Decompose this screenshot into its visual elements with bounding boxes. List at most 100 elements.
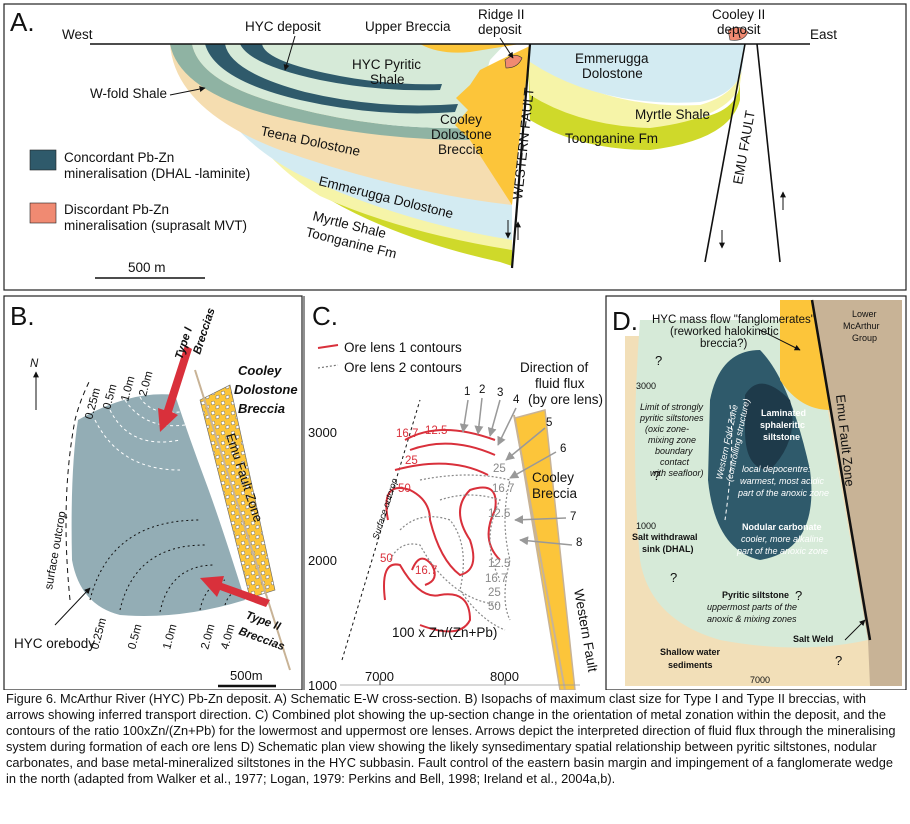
c-cooley-1: Cooley [532, 470, 574, 485]
c-xtick-8000: 8000 [490, 669, 519, 684]
wfold-layer [170, 44, 470, 140]
north-label: N [30, 358, 39, 370]
c-arrow-num-8: 8 [576, 537, 582, 549]
emu-fault-zone [812, 300, 902, 686]
east-label: East [810, 27, 837, 42]
cooley-b-label-2: Dolostone [234, 382, 298, 397]
c-grey-val-1: 25 [493, 463, 506, 475]
c-arrow-num-1: 1 [464, 386, 470, 398]
c-grey-val-6: 25 [488, 587, 501, 599]
c-ratio-label: 100 x Zn/(Zn+Pb) [392, 625, 497, 640]
d-pyritic: Pyritic siltstone [722, 590, 789, 600]
figure-caption: Figure 6. McArthur River (HYC) Pb-Zn dep… [6, 691, 896, 786]
west-label: West [62, 27, 93, 42]
cooley-ii-label: Cooley II [712, 7, 765, 22]
c-red-val-1: 16.7 [396, 428, 418, 440]
emmerugga-right [530, 44, 745, 103]
c-red-val-3: 25 [405, 455, 418, 467]
c-xtick-7000: 7000 [365, 669, 394, 684]
myrtle-right [528, 55, 742, 128]
c-grey-val-4: 12.5 [488, 558, 510, 570]
c-arrow-num-6: 6 [560, 443, 566, 455]
c-red-val-6: 16.7 [415, 565, 437, 577]
c-red-val-4: 50 [398, 483, 411, 495]
d-limit-4: boundary [655, 446, 693, 456]
d-limit-1: pyritic siltstones [639, 413, 704, 423]
c-flux-2: fluid flux [535, 376, 585, 391]
emu-fault-line-2 [756, 43, 781, 263]
panel-b-scale-label: 500m [230, 668, 263, 683]
upper-breccia-label: Upper Breccia [365, 19, 451, 34]
hyc-pyritic-label-1: HYC Pyritic [352, 57, 421, 72]
d-lower-2: McArthur [843, 321, 880, 331]
cooley-b-label-1: Cooley [238, 363, 282, 378]
emu-fault-line-1 [704, 43, 746, 263]
panel-c: 3000 2000 1000 7000 8000 C. Ore lens 1 c… [303, 296, 604, 693]
d-salt-2: sink (DHAL) [642, 544, 694, 554]
c-grey-val-2: 16.7 [492, 483, 514, 495]
c-grey-val-5: 16.7 [485, 573, 507, 585]
western-fault-line [510, 43, 532, 269]
panel-d: D. HYC mass flow "fanglomerates" (rework… [605, 295, 907, 691]
cooley-breccia-b [199, 384, 276, 599]
type-i-arrow [158, 345, 192, 432]
hyc-orebody-label: HYC orebody [14, 636, 95, 651]
c-legend-1: Ore lens 1 contours [344, 340, 462, 355]
d-pyritic-sub-1: anoxic & mixing zones [707, 614, 797, 624]
emmerugga-label-1: Emmerugga [575, 51, 649, 66]
d-depo-2: part of the anoxic zone [737, 488, 829, 498]
d-limit-5: contact [660, 457, 690, 467]
d-shallow-1: Shallow water [660, 647, 721, 657]
d-xtick-7000: 7000 [750, 675, 770, 685]
d-depo-0: local depocentre: [742, 464, 811, 474]
hyc-orebody-shape [71, 394, 245, 616]
cooley-label-2: Dolostone [431, 127, 492, 142]
d-limit-0: Limit of strongly [640, 402, 704, 412]
cooley-ii-deposit-label: deposit [717, 22, 761, 37]
d-ytick-1000: 1000 [636, 521, 656, 531]
fanglomerate-wedge [780, 300, 830, 410]
d-salt-1: Salt withdrawal [632, 532, 698, 542]
cooley-b-label-3: Breccia [238, 401, 285, 416]
panel-d-letter: D. [612, 306, 638, 336]
c-ytick-3000: 3000 [308, 425, 337, 440]
upper-breccia [420, 44, 520, 53]
ridge-label: Ridge II [478, 7, 525, 22]
d-limit-6: with seafloor) [650, 468, 704, 478]
toonganine-right [528, 60, 740, 150]
emmerugga-label-2: Dolostone [582, 66, 643, 81]
d-laminated-0: Laminated [761, 408, 806, 418]
d-q-1: ? [655, 353, 662, 368]
myrtle-right-label: Myrtle Shale [635, 107, 710, 122]
d-salt-weld: Salt Weld [793, 634, 833, 644]
wfold-label: W-fold Shale [90, 86, 167, 101]
panel-a: A. West East HYC deposit Upper Breccia R… [3, 3, 907, 291]
d-mass-flow-3: breccia?) [700, 338, 747, 350]
concordant-layer-upper [240, 44, 442, 91]
d-lower-1: Lower [852, 309, 877, 319]
c-grey-val-3: 12.5 [488, 508, 510, 520]
d-mass-flow-2: (reworked halokinetic [670, 326, 779, 338]
d-nodular-sub-1: part of the anoxic zone [736, 546, 828, 556]
legend-disc-2: mineralisation (suprasalt MVT) [64, 218, 247, 233]
ridge-deposit-label: deposit [478, 22, 522, 37]
c-flux-3: (by ore lens) [528, 392, 603, 407]
d-laminated-2: siltstone [763, 432, 800, 442]
legend-swatch-concordant [29, 149, 57, 171]
c-arrow-num-4: 4 [513, 394, 520, 406]
d-q-2: ? [653, 468, 660, 483]
d-nodular: Nodular carbonate [742, 522, 822, 532]
c-flux-1: Direction of [520, 360, 589, 375]
d-depo-1: warmest, most acidic [740, 476, 825, 486]
toonganine-right-label: Toonganine Fm [565, 131, 658, 146]
d-pyritic-sub-0: uppermost parts of the [707, 602, 797, 612]
panel-a-scale-label: 500 m [128, 260, 166, 275]
panel-b: N B. Type I Breccias Cooley Dolostone Br… [3, 295, 303, 691]
legend-conc-1: Concordant Pb-Zn [64, 150, 174, 165]
hyc-pyritic-label-2: Shale [370, 72, 405, 87]
legend-swatch-discordant [29, 202, 57, 224]
hyc-deposit-label: HYC deposit [245, 19, 321, 34]
cooley-label-3: Breccia [438, 142, 484, 157]
c-arrow-num-7: 7 [570, 511, 576, 523]
